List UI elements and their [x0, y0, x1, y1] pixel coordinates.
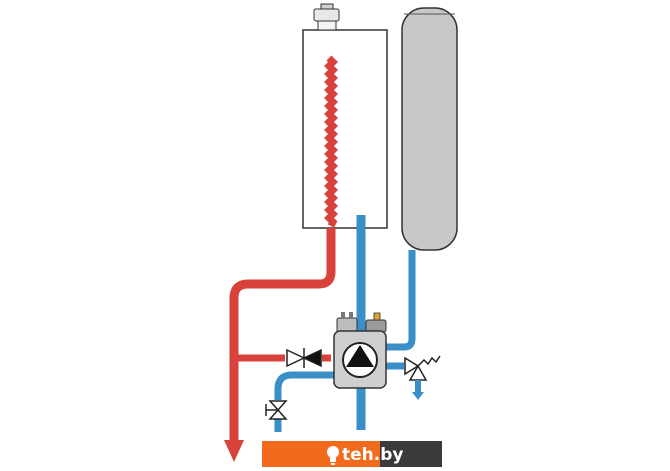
expansion-tank — [401, 7, 458, 251]
lightbulb-icon — [327, 446, 339, 465]
circulation-pump-icon — [342, 342, 378, 378]
safety-valve-icon — [404, 355, 441, 400]
hot-water-pipe — [229, 228, 336, 440]
watermark-bar — [262, 441, 380, 467]
boiler-body — [302, 29, 388, 229]
return-pipe — [274, 215, 416, 432]
heating-element-icon — [324, 55, 338, 228]
watermark: teh.by — [262, 441, 442, 467]
check-valve-icon — [286, 348, 322, 368]
air-vent-icon — [313, 3, 340, 31]
drain-valve-icon — [265, 400, 288, 420]
flow-arrow-icon — [224, 440, 244, 462]
watermark-text: teh.by — [342, 445, 403, 465]
